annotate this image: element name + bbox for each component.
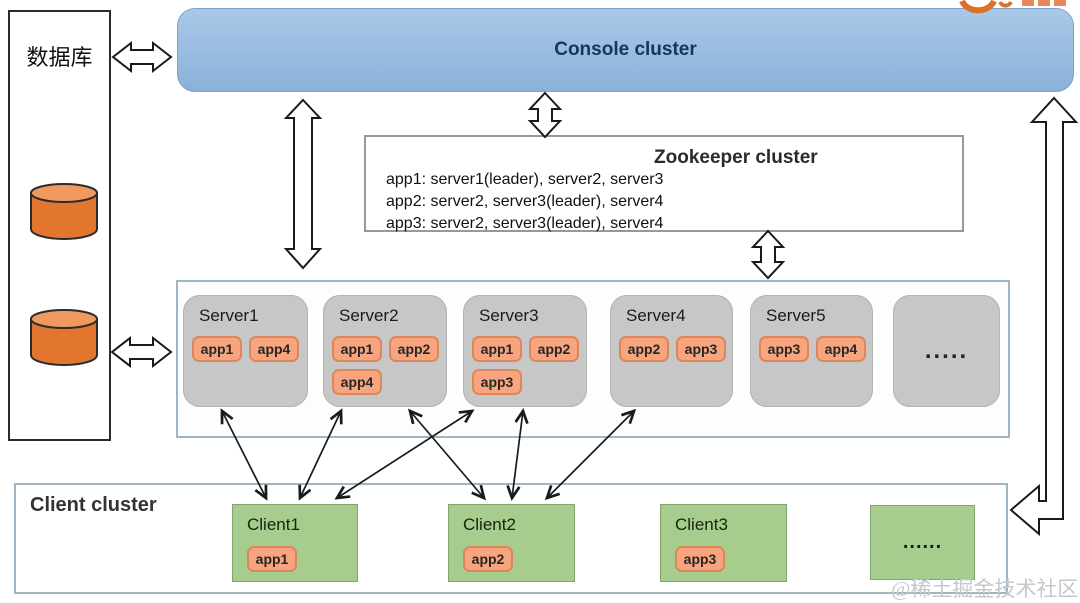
- database-panel: 数据库: [8, 10, 111, 441]
- client-box-client1: Client1 app1: [232, 504, 358, 582]
- arrow-clients-console: [1009, 96, 1079, 537]
- server-apps: app2 app3: [619, 336, 731, 362]
- console-cluster-panel: Console cluster: [177, 8, 1074, 92]
- server-apps: app1 app4: [192, 336, 304, 362]
- server-apps: app1 app2 app4: [332, 336, 444, 395]
- client-name: Client3: [675, 515, 728, 534]
- zookeeper-mapping-app2: app2: server2, server3(leader), server4: [386, 193, 664, 210]
- server-box-server4: Server4 app2 app3: [610, 295, 733, 407]
- zookeeper-cluster-title: Zookeeper cluster: [654, 147, 818, 168]
- server-name: Server1: [199, 306, 259, 325]
- arrow-zookeeper-servers: [750, 229, 786, 280]
- app-badge: app2: [463, 546, 513, 572]
- zookeeper-cluster-panel: Zookeeper cluster app1: server1(leader),…: [364, 135, 964, 232]
- client-name: Client2: [463, 515, 516, 534]
- app-badge: app1: [332, 336, 382, 362]
- arrow-console-zookeeper: [527, 91, 563, 139]
- server-name: Server5: [766, 306, 826, 325]
- zookeeper-mapping-app3: app3: server2, server3(leader), server4: [386, 215, 664, 232]
- server-name: Server4: [626, 306, 686, 325]
- arrow-console-servers: [283, 98, 323, 270]
- app-badge: app2: [529, 336, 579, 362]
- app-badge: app2: [619, 336, 669, 362]
- database-label: 数据库: [26, 45, 93, 70]
- client-box-client2: Client2 app2: [448, 504, 575, 582]
- app-badge: app1: [192, 336, 242, 362]
- server-box-server5: Server5 app3 app4: [750, 295, 873, 407]
- zookeeper-mapping-app1: app1: server1(leader), server2, server3: [386, 171, 664, 188]
- app-badge: app2: [389, 336, 439, 362]
- arrow-database-console: [111, 40, 173, 74]
- server-apps: app3 app4: [759, 336, 871, 362]
- arrow-database-servers: [110, 335, 173, 369]
- app-badge: app3: [472, 369, 522, 395]
- console-cluster-title: Console cluster: [554, 39, 697, 60]
- server-box-more: .....: [893, 295, 1000, 407]
- database-icon: [30, 309, 98, 366]
- app-badge: app1: [472, 336, 522, 362]
- app-badge: app4: [332, 369, 382, 395]
- client-cluster-title: Client cluster: [30, 494, 157, 516]
- client-box-client3: Client3 app3: [660, 504, 787, 582]
- server-apps: app1 app2 app3: [472, 336, 584, 395]
- app-badge: app3: [675, 546, 725, 572]
- app-badge: app1: [247, 546, 297, 572]
- app-badge: app4: [249, 336, 299, 362]
- app-badge: app3: [676, 336, 726, 362]
- app-badge: app3: [759, 336, 809, 362]
- server-box-server3: Server3 app1 app2 app3: [463, 295, 587, 407]
- server-box-server2: Server2 app1 app2 app4: [323, 295, 447, 407]
- client-name: Client1: [247, 515, 300, 534]
- site-logo-partial-icon: [959, 0, 1066, 14]
- database-icon: [30, 183, 98, 240]
- watermark: @稀土掘金技术社区: [891, 577, 1079, 601]
- server-box-server1: Server1 app1 app4: [183, 295, 308, 407]
- app-badge: app4: [816, 336, 866, 362]
- server-name: Server3: [479, 306, 539, 325]
- server-name: Server2: [339, 306, 399, 325]
- zookeeper-mappings: app1: server1(leader), server2, server3 …: [386, 169, 663, 235]
- client-box-more: ......: [870, 505, 975, 580]
